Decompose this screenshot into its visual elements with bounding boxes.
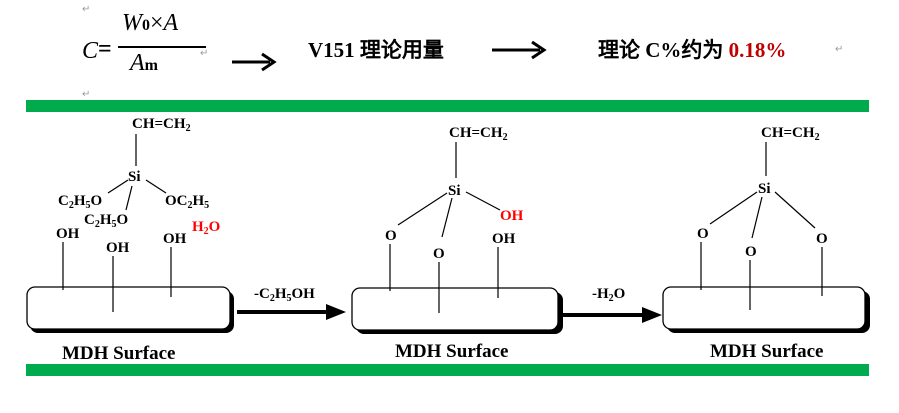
- paragraph-mark: ↵: [835, 44, 844, 55]
- vinyl-group: CH=CH2: [449, 125, 508, 143]
- structure-3: CH=CH2 Si O O O MDH Surface: [662, 125, 870, 362]
- mdh-surface-label: MDH Surface: [395, 341, 508, 362]
- ethoxy-left: C2H5O: [58, 193, 102, 211]
- v151-usage-label: V151 理论用量: [308, 38, 444, 62]
- top-divider-bar: [26, 100, 869, 112]
- formula-numerator: W0×A: [122, 10, 179, 36]
- bottom-divider-bar: [26, 364, 869, 376]
- water-molecule: H2O: [192, 219, 220, 237]
- silicon-atom: Si: [758, 181, 771, 197]
- arrow-label-ethanol: -C2H5OH: [254, 286, 315, 304]
- arrow-label-water: -H2O: [592, 286, 625, 304]
- theoretical-c-label: 理论 C%约为 0.18%: [598, 38, 787, 62]
- mdh-surface-label: MDH Surface: [62, 343, 175, 364]
- surface-hydroxyl: OH: [163, 231, 187, 247]
- reaction-arrow-1: -C2H5OH: [237, 286, 346, 320]
- bridging-oxygen: O: [745, 244, 757, 260]
- paragraph-mark: ↵: [200, 48, 209, 59]
- mdh-surface-label: MDH Surface: [710, 341, 823, 362]
- silanol-hydroxyl: OH: [500, 208, 524, 224]
- theoretical-c-value: 0.18%: [728, 38, 787, 62]
- bridging-oxygen: O: [816, 231, 828, 247]
- structure-2: CH=CH2 Si OH O O OH MDH Surface: [351, 125, 563, 362]
- arrow-head-icon: [326, 304, 346, 320]
- structure-1: CH=CH2 Si C2H5O OC2H5 C2H5O OH OH OH H2O…: [26, 116, 234, 364]
- concentration-formula: C = W0×A Am: [78, 8, 208, 88]
- paragraph-mark: ↵: [82, 89, 91, 100]
- silicon-atom: Si: [128, 169, 141, 185]
- bridging-oxygen: O: [697, 226, 709, 242]
- ethoxy-right: OC2H5: [165, 193, 209, 211]
- silicon-atom: Si: [448, 183, 461, 199]
- fraction-bar: [118, 46, 206, 48]
- right-arrow-icon: [232, 52, 277, 72]
- right-arrow-icon: [492, 40, 547, 60]
- formula-lhs: C: [82, 38, 99, 64]
- ethoxy-bottom: C2H5O: [84, 212, 128, 230]
- bridging-oxygen: O: [433, 246, 445, 262]
- bridging-oxygen: O: [385, 228, 397, 244]
- surface-hydroxyl: OH: [56, 226, 80, 242]
- formula-denominator: Am: [130, 50, 158, 76]
- surface-hydroxyl: OH: [492, 231, 516, 247]
- vinyl-group: CH=CH2: [761, 125, 820, 143]
- reaction-arrow-2: -H2O: [562, 286, 662, 323]
- arrow-head-icon: [642, 307, 662, 323]
- paragraph-mark: ↵: [82, 4, 91, 15]
- surface-hydroxyl: OH: [106, 240, 130, 256]
- vinyl-group: CH=CH2: [132, 116, 191, 134]
- formula-equals: =: [98, 36, 112, 62]
